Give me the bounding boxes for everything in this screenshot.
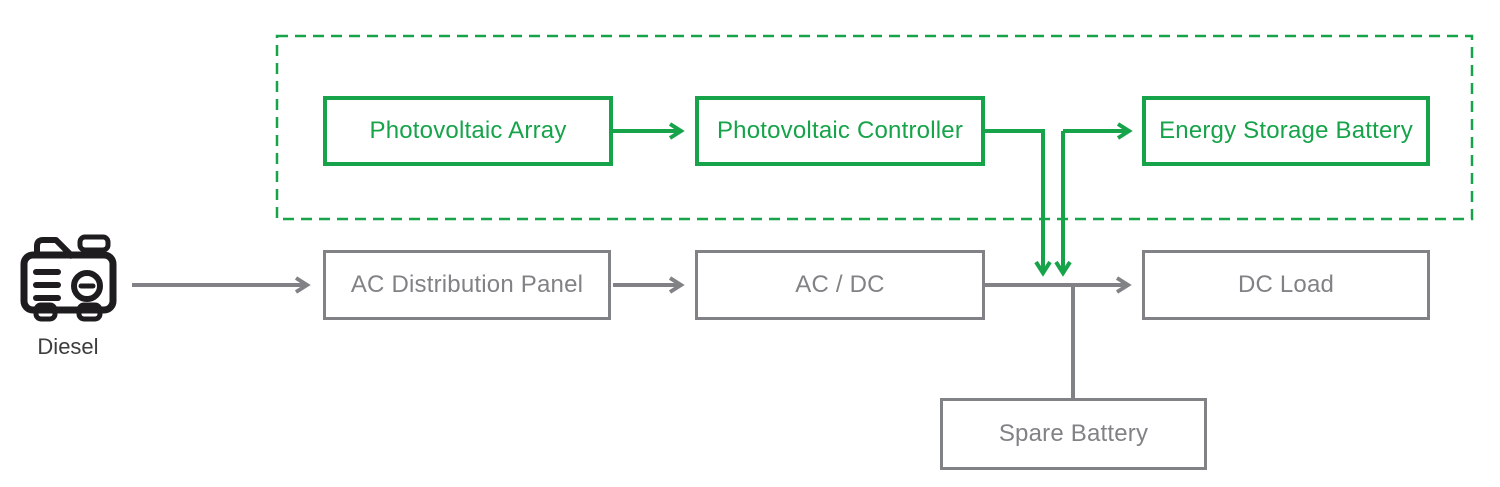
node-photovoltaic-array-label: Photovoltaic Array bbox=[369, 117, 567, 144]
node-photovoltaic-array: Photovoltaic Array bbox=[323, 96, 613, 166]
node-ac-dc-converter-label: AC / DC bbox=[795, 271, 885, 298]
diesel-label: Diesel bbox=[37, 334, 99, 359]
edge-controller-to-bus bbox=[985, 129, 1052, 277]
node-ac-distribution-panel-label: AC Distribution Panel bbox=[350, 271, 584, 298]
node-ac-dc-converter: AC / DC bbox=[695, 250, 985, 320]
node-spare-battery: Spare Battery bbox=[940, 398, 1207, 470]
diesel-generator-icon bbox=[20, 234, 117, 322]
node-ac-distribution-panel: AC Distribution Panel bbox=[323, 250, 611, 320]
node-energy-storage-battery: Energy Storage Battery bbox=[1142, 96, 1430, 166]
node-dc-load: DC Load bbox=[1142, 250, 1430, 320]
node-energy-storage-battery-label: Energy Storage Battery bbox=[1159, 117, 1413, 144]
photovoltaic-system-boundary bbox=[275, 34, 1474, 221]
node-spare-battery-label: Spare Battery bbox=[998, 420, 1149, 447]
node-dc-load-label: DC Load bbox=[1237, 271, 1335, 298]
node-photovoltaic-controller: Photovoltaic Controller bbox=[695, 96, 985, 166]
node-photovoltaic-controller-label: Photovoltaic Controller bbox=[716, 117, 964, 144]
